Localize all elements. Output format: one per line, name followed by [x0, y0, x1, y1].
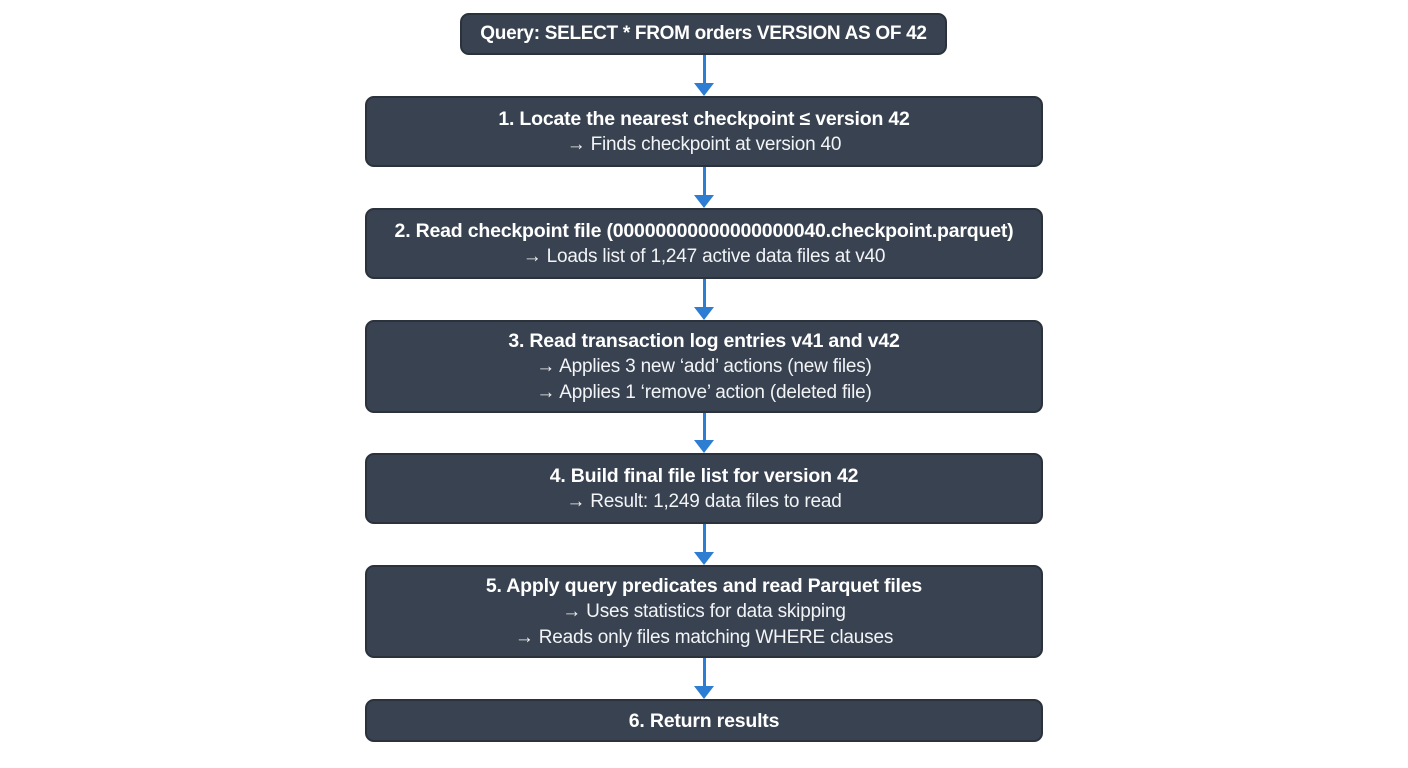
step-box-5: 5. Apply query predicates and read Parqu… — [365, 565, 1043, 658]
arrow-down-icon — [694, 440, 714, 453]
step-2-title: 2. Read checkpoint file (000000000000000… — [394, 219, 1014, 242]
step-box-4: 4. Build final file list for version 42 … — [365, 453, 1043, 524]
arrow-down-icon — [694, 83, 714, 96]
flow-arrow-6 — [694, 658, 714, 699]
step-6-title: 6. Return results — [628, 709, 780, 732]
step-5-title: 5. Apply query predicates and read Parqu… — [485, 574, 923, 597]
step-1-detail-1: → Finds checkpoint at version 40 — [566, 133, 842, 155]
step-box-6: 6. Return results — [365, 699, 1043, 742]
arrow-shaft — [702, 167, 706, 195]
arrow-shaft — [702, 413, 706, 440]
arrow-shaft — [702, 524, 706, 552]
step-4-detail-1: → Result: 1,249 data files to read — [566, 490, 842, 512]
step-box-3: 3. Read transaction log entries v41 and … — [365, 320, 1043, 413]
arrow-down-icon — [694, 307, 714, 320]
step-box-2: 2. Read checkpoint file (000000000000000… — [365, 208, 1043, 279]
step-5-detail-2: → Reads only files matching WHERE clause… — [514, 626, 894, 648]
query-text: Query: SELECT * FROM orders VERSION AS O… — [480, 23, 927, 44]
flow-arrow-3 — [694, 279, 714, 320]
arrow-down-icon — [694, 686, 714, 699]
arrow-shaft — [702, 279, 706, 307]
flow-arrow-2 — [694, 167, 714, 208]
step-3-detail-1: → Applies 3 new ‘add’ actions (new files… — [536, 355, 872, 377]
step-3-detail-2: → Applies 1 ‘remove’ action (deleted fil… — [536, 381, 872, 403]
step-4-title: 4. Build final file list for version 42 — [549, 464, 859, 487]
step-2-detail-1: → Loads list of 1,247 active data files … — [522, 245, 886, 267]
arrow-down-icon — [694, 552, 714, 565]
arrow-shaft — [702, 55, 706, 83]
step-1-title: 1. Locate the nearest checkpoint ≤ versi… — [498, 107, 910, 130]
flow-arrow-4 — [694, 413, 714, 453]
flow-arrow-5 — [694, 524, 714, 565]
step-box-1: 1. Locate the nearest checkpoint ≤ versi… — [365, 96, 1043, 167]
query-box: Query: SELECT * FROM orders VERSION AS O… — [460, 13, 947, 55]
arrow-down-icon — [694, 195, 714, 208]
step-5-detail-1: → Uses statistics for data skipping — [562, 600, 846, 622]
step-3-title: 3. Read transaction log entries v41 and … — [508, 329, 900, 352]
arrow-shaft — [702, 658, 706, 686]
flow-arrow-1 — [694, 55, 714, 96]
